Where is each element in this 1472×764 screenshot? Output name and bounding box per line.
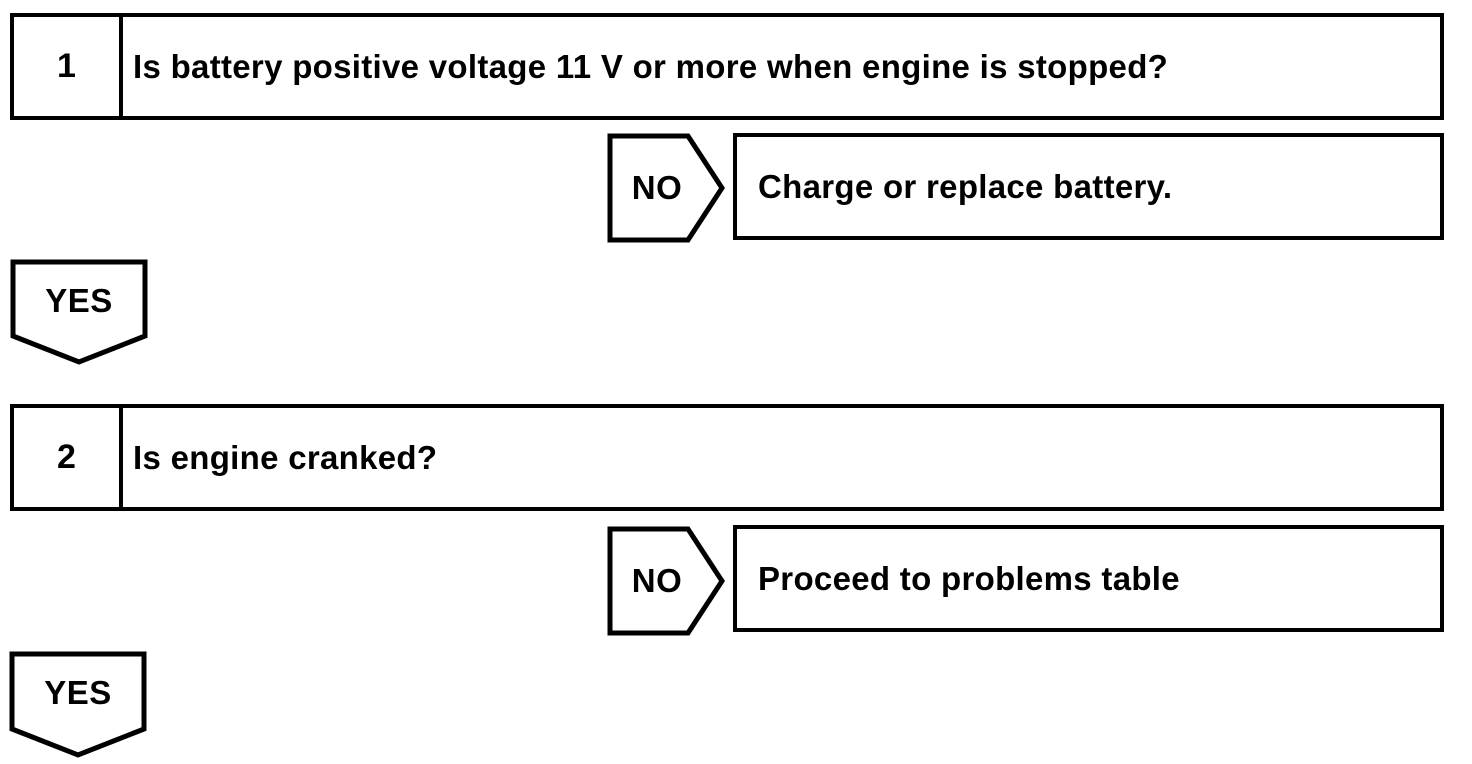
step-1-no-label: NO xyxy=(631,169,683,206)
pentagon-right-icon xyxy=(607,133,725,243)
step-2-no-label: NO xyxy=(631,562,683,599)
step-2-action-text: Proceed to problems table xyxy=(758,559,1180,597)
step-2-yes-label: YES xyxy=(44,674,112,711)
step-1-question-box: 1 Is battery positive voltage 11 V or mo… xyxy=(10,13,1444,120)
step-2-number: 2 xyxy=(14,408,123,507)
step-1-action-text: Charge or replace battery. xyxy=(758,167,1173,205)
step-2-no-connector: NO xyxy=(607,526,725,636)
pentagon-down-icon xyxy=(9,651,147,758)
step-1-question-text: Is battery positive voltage 11 V or more… xyxy=(133,47,1169,85)
step-2-action-box: Proceed to problems table xyxy=(733,525,1444,632)
step-1-no-connector: NO xyxy=(607,133,725,243)
step-2-question-text: Is engine cranked? xyxy=(133,438,438,476)
pentagon-down-icon xyxy=(10,259,148,365)
step-1-yes-connector: YES xyxy=(10,259,148,365)
step-1-action-box: Charge or replace battery. xyxy=(733,133,1444,240)
step-2-yes-connector: YES xyxy=(9,651,147,758)
step-1-yes-label: YES xyxy=(45,282,113,319)
pentagon-right-icon xyxy=(607,526,725,636)
step-2-question-box: 2 Is engine cranked? xyxy=(10,404,1444,511)
step-1-number: 1 xyxy=(14,17,123,116)
